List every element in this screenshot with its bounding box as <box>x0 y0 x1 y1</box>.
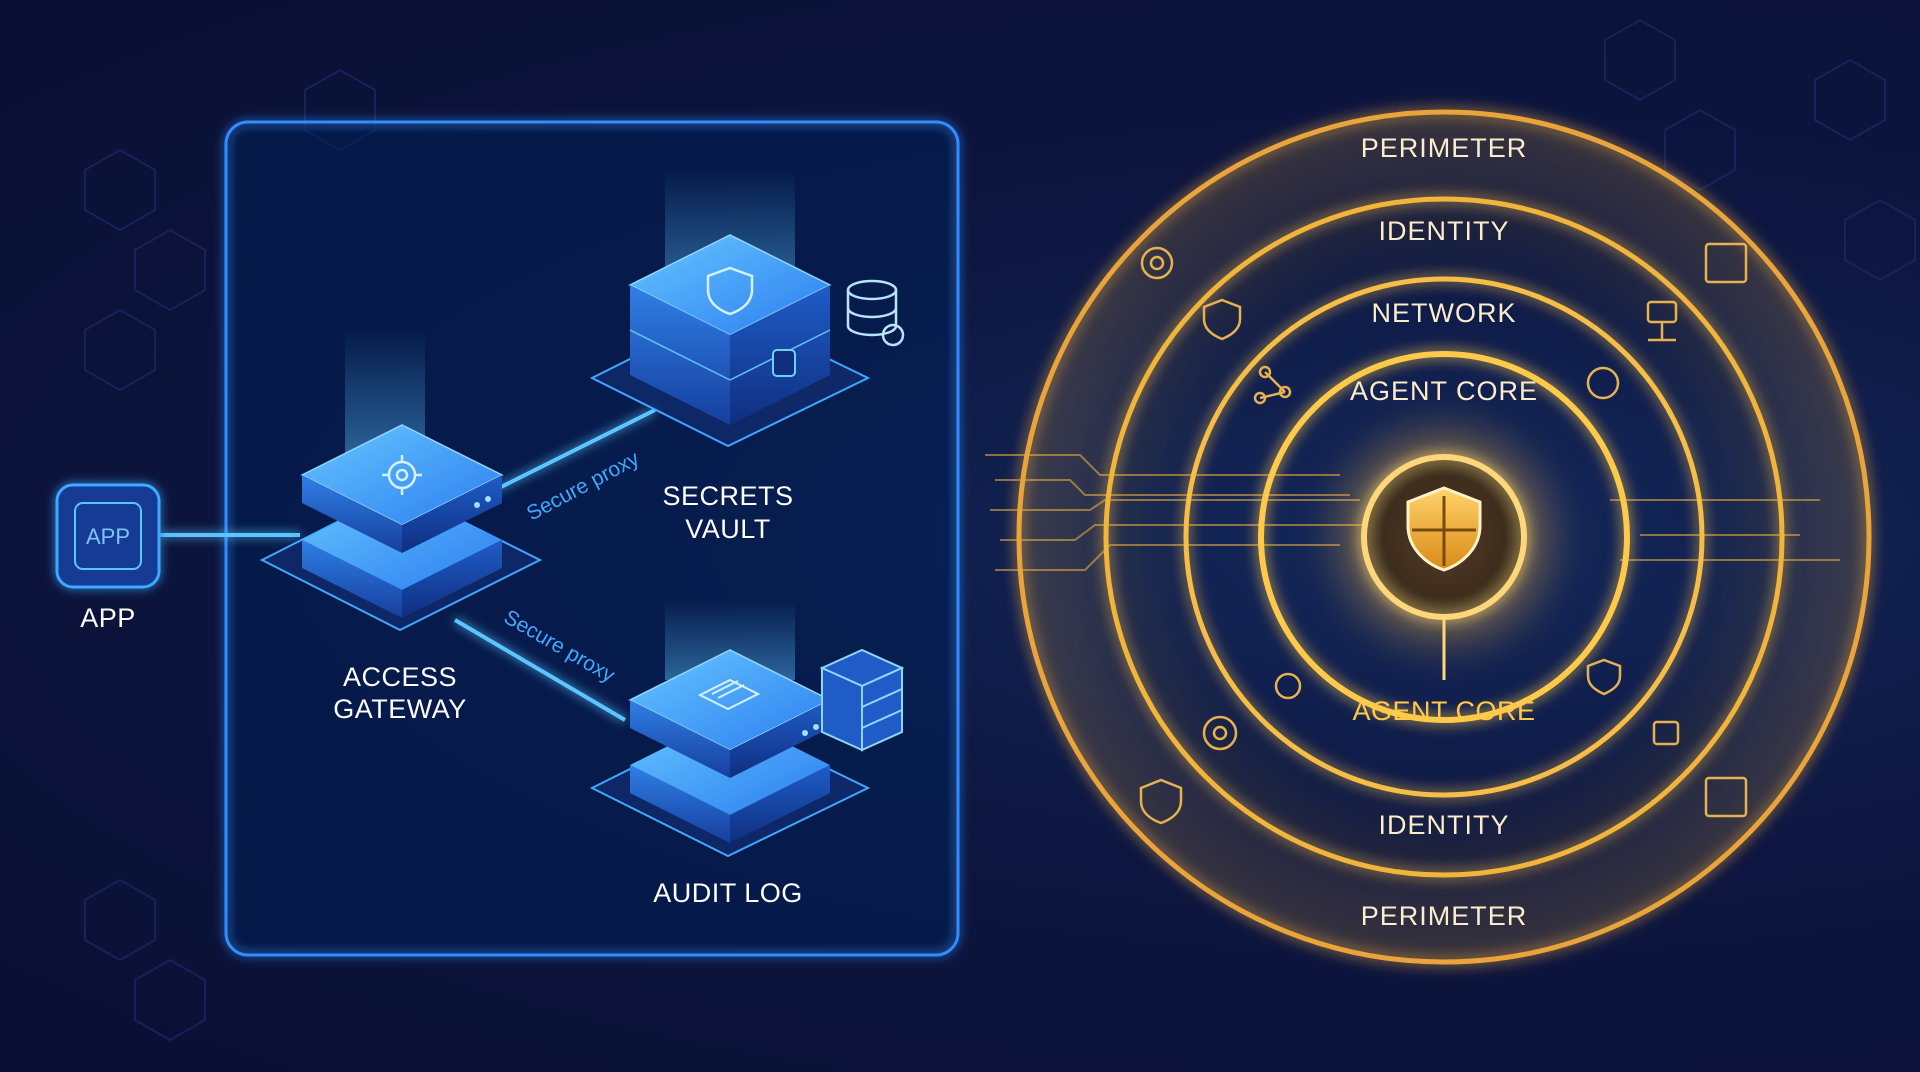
secrets-vault-node[interactable]: SECRETS VAULT <box>589 170 905 544</box>
gateway-to-vault-link <box>494 408 656 492</box>
access-gateway-node[interactable]: ACCESS GATEWAY <box>259 330 543 724</box>
ring-label-perimeter-bottom: PERIMETER <box>1361 901 1528 931</box>
ring-label-network-top: NETWORK <box>1372 298 1517 328</box>
server-rack-icon <box>1704 242 1748 284</box>
database-icon <box>846 279 905 347</box>
server-rack-icon <box>819 648 905 752</box>
network-icon <box>1253 365 1292 405</box>
app-icon-text: APP <box>86 524 130 549</box>
audit-log-label: AUDIT LOG <box>653 878 803 908</box>
gateway-label-line2: GATEWAY <box>333 694 467 724</box>
server-rack-icon <box>1704 776 1748 818</box>
lock-icon <box>1652 720 1680 746</box>
background-hex-pattern <box>84 18 1916 1042</box>
document-icon <box>697 678 761 711</box>
vault-label-line2: VAULT <box>685 514 771 544</box>
clock-icon <box>1586 366 1620 400</box>
audit-log-node[interactable]: AUDIT LOG <box>589 600 905 908</box>
ring-label-agent-core-top: AGENT CORE <box>1350 376 1538 406</box>
defense-rings: PERIMETER IDENTITY NETWORK AGENT CORE AG… <box>985 109 1872 965</box>
connection-lines <box>160 408 656 722</box>
ring-label-perimeter-top: PERIMETER <box>1361 133 1528 163</box>
shield-icon <box>706 266 754 316</box>
app-icon <box>55 483 161 589</box>
shield-icon <box>1139 778 1183 825</box>
app-node[interactable]: APP APP <box>55 483 161 633</box>
ring-label-identity-top: IDENTITY <box>1378 216 1509 246</box>
gear-icon <box>1140 246 1174 280</box>
gateway-label-line1: ACCESS <box>343 662 457 692</box>
network-icon <box>1646 300 1678 342</box>
gear-icon <box>1274 672 1302 700</box>
lock-icon <box>772 349 796 377</box>
shield-icon <box>1202 298 1242 341</box>
ring-label-identity-bottom: IDENTITY <box>1378 810 1509 840</box>
gear-icon <box>1202 715 1238 751</box>
app-label: APP <box>80 603 136 633</box>
shield-icon <box>1586 658 1622 696</box>
core-label: AGENT CORE <box>1352 696 1535 726</box>
gear-icon <box>382 455 422 495</box>
vault-label-line1: SECRETS <box>662 481 793 511</box>
gateway-to-audit-link <box>453 618 627 722</box>
